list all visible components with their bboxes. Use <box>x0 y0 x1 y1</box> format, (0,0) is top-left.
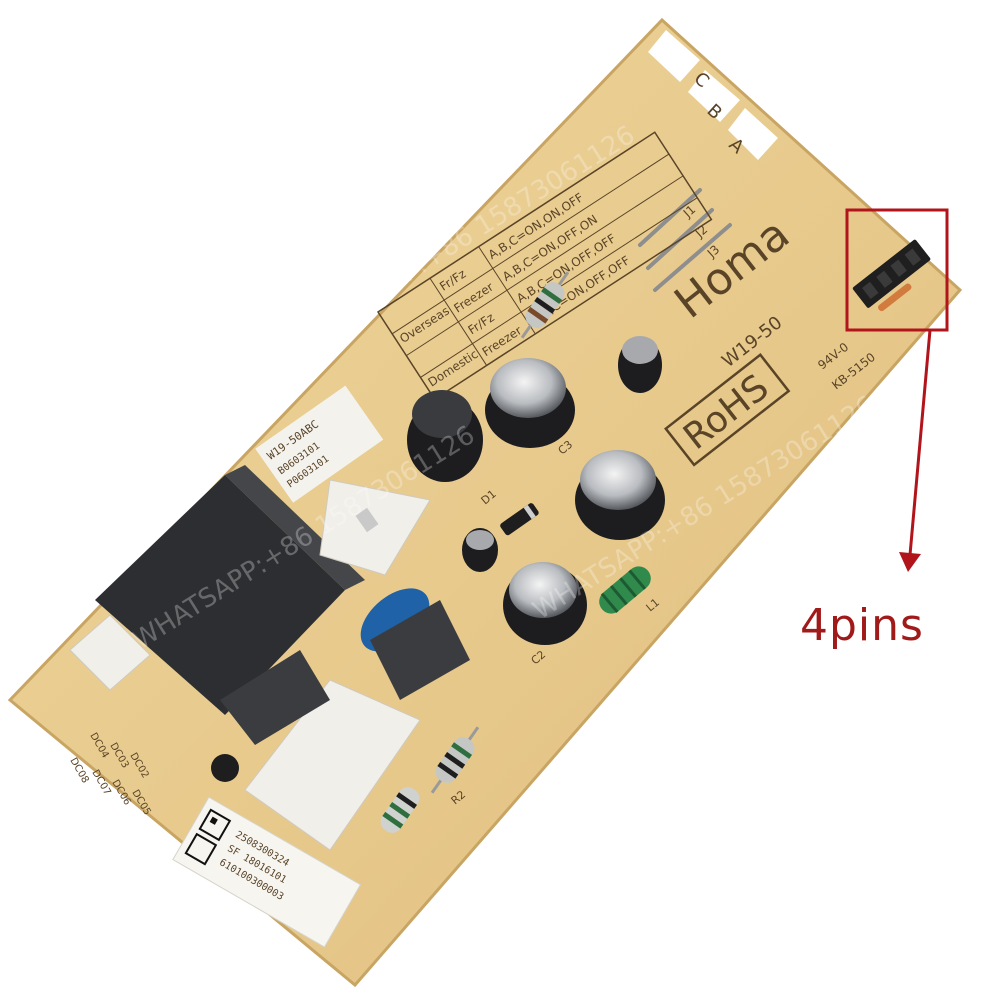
callout <box>845 208 949 572</box>
callout-box <box>845 208 949 332</box>
capacitor-small <box>462 528 498 572</box>
callout-arrow-line <box>908 329 932 556</box>
label-l1: L1 <box>644 596 662 614</box>
four-pin-header <box>852 239 931 312</box>
jumper-slots <box>648 30 778 160</box>
capacitors <box>407 336 665 645</box>
capacitor-c3 <box>485 358 575 448</box>
arrow-down-icon <box>899 552 921 572</box>
inductor-l1 <box>599 566 651 614</box>
resistors <box>380 271 570 833</box>
capacitor-large-left <box>407 390 483 482</box>
capacitor-mid <box>575 450 665 540</box>
callout-label: 4pins <box>800 600 924 651</box>
relay <box>95 465 365 715</box>
circuit-board <box>7 17 963 988</box>
diode-d1 <box>500 503 539 536</box>
mounting-hole <box>211 754 239 782</box>
capacitor-c2 <box>503 562 587 645</box>
capacitor-right <box>618 336 662 393</box>
qr-sticker: 2508300324 SF 18016101 610100300003 <box>172 796 362 948</box>
regulators <box>220 600 470 745</box>
qr-code-icon <box>198 808 232 842</box>
connectors <box>69 479 431 851</box>
